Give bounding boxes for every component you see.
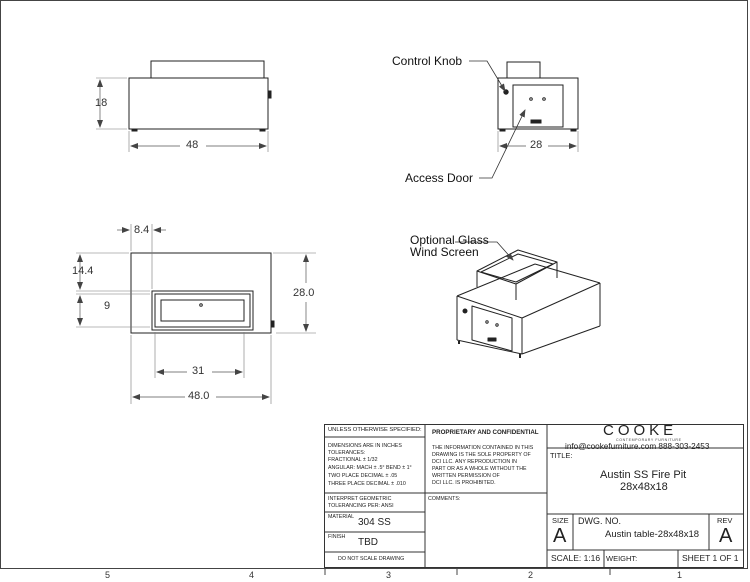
sheet-border [0, 0, 748, 569]
top-width-dim: 48.0 [188, 390, 210, 402]
material-value: 304 SS [358, 517, 391, 528]
title-line2: 28x48x18 [620, 481, 668, 493]
tol-line1: DIMENSIONS ARE IN INCHES [328, 443, 402, 449]
dwg-no-value: Austin table-28x48x18 [605, 529, 700, 540]
access-door-callout: Access Door [405, 171, 474, 185]
dwg-no-label: DWG. NO. [578, 516, 621, 526]
glass-callout-line2: Wind Screen [410, 245, 479, 259]
tol-angular: ANGULAR: MACH ± .5° BEND ± 1° [328, 465, 412, 471]
prop-line4: PART OR AS A WHOLE WITHOUT THE [432, 466, 527, 472]
contact-line: info@cookefurniture.com 888-303-2453 [565, 442, 710, 451]
tol-fractional: FRACTIONAL ± 1/32 [328, 457, 378, 463]
rev-value: A [719, 525, 733, 547]
prop-line2: DRAWING IS THE SOLE PROPERTY OF [432, 452, 531, 458]
interpret-line1: INTERPRET GEOMETRIC [328, 496, 392, 502]
tol-header: UNLESS OTHERWISE SPECIFIED: [328, 427, 422, 433]
weight-text: WEIGHT: [606, 554, 638, 563]
interpret-line2: TOLERANCING PER: ANSI [328, 503, 394, 509]
zone-4: 4 [249, 570, 255, 580]
no-scale-note: DO NOT SCALE DRAWING [338, 556, 405, 562]
title-line1: Austin SS Fire Pit [600, 469, 687, 481]
iso-view [455, 241, 601, 358]
comments-label: COMMENTS: [428, 496, 461, 502]
top-offset-dim: 8.4 [134, 224, 150, 236]
control-knob-callout: Control Knob [392, 54, 463, 68]
scale-text: SCALE: 1:16 [551, 553, 601, 563]
sheet-text: SHEET 1 OF 1 [682, 553, 739, 563]
material-label: MATERIAL [328, 514, 355, 520]
title-label: TITLE: [550, 451, 573, 460]
front-view [96, 60, 272, 152]
tol-two-place: TWO PLACE DECIMAL ± .05 [328, 473, 398, 479]
front-width-dim: 48 [186, 139, 199, 151]
side-view [469, 60, 579, 179]
front-height-dim: 18 [95, 97, 108, 109]
prop-line1: THE INFORMATION CONTAINED IN THIS [432, 445, 534, 451]
prop-line3: DCI LLC. ANY REPRODUCTION IN [432, 459, 517, 465]
brand-logo: COOKE [603, 422, 678, 439]
glass-callout-line1: Optional Glass [410, 233, 489, 247]
brand-subtitle: CONTEMPORARY FURNITURE [616, 438, 682, 442]
tol-three-place: THREE PLACE DECIMAL ± .010 [328, 481, 406, 487]
zone-1: 1 [677, 570, 683, 580]
rev-label: REV [717, 516, 733, 525]
prop-header: PROPRIETARY AND CONFIDENTIAL [432, 429, 539, 436]
top-y1-dim: 14.4 [72, 265, 94, 277]
zone-2: 2 [528, 570, 534, 580]
top-burner-h-dim: 9 [104, 300, 111, 312]
top-view [76, 224, 316, 404]
top-burner-w-dim: 31 [192, 365, 205, 377]
title-block-lines [324, 424, 744, 568]
tol-line2: TOLERANCES: [328, 450, 366, 456]
finish-label: FINISH [328, 534, 346, 540]
zone-3: 3 [386, 570, 392, 580]
size-label: SIZE [552, 516, 569, 525]
prop-line6: DCI LLC. IS PROHIBITED. [432, 480, 496, 486]
zone-5: 5 [105, 570, 111, 580]
top-depth-dim: 28.0 [293, 287, 315, 299]
side-width-dim: 28 [530, 139, 543, 151]
finish-value: TBD [358, 537, 378, 548]
size-value: A [553, 525, 567, 547]
prop-line5: WRITTEN PERMISSION OF [432, 473, 500, 479]
